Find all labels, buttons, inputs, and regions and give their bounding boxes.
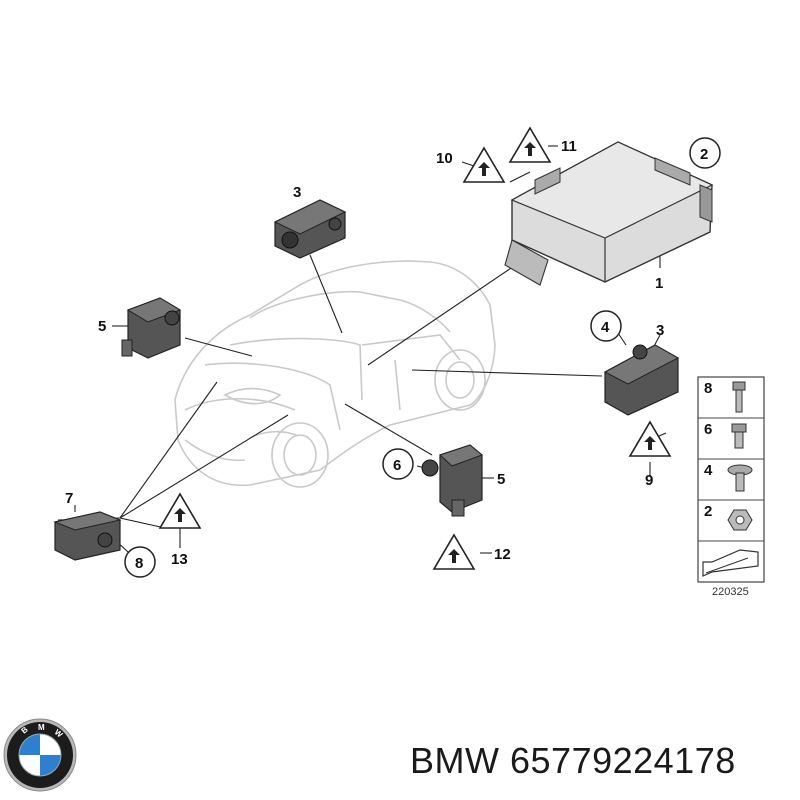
leader-lines bbox=[57, 145, 667, 554]
warning-icon bbox=[508, 126, 552, 163]
warning-icon bbox=[628, 420, 672, 457]
brand-part-number: BMW 65779224178 bbox=[410, 740, 736, 782]
arrow-icon bbox=[702, 549, 759, 577]
control-unit bbox=[504, 141, 714, 286]
callout-6: 6 bbox=[393, 457, 401, 474]
bolt-icon bbox=[732, 381, 746, 413]
callout-13: 13 bbox=[171, 551, 188, 568]
callout-1: 1 bbox=[655, 275, 663, 292]
callout-4: 4 bbox=[601, 319, 610, 336]
logo-letter: B bbox=[20, 725, 30, 736]
legend-item-label: 6 bbox=[704, 421, 712, 438]
callout-11: 11 bbox=[561, 138, 577, 155]
callout-2: 2 bbox=[700, 146, 708, 163]
sensor-center bbox=[421, 444, 483, 517]
warning-icon bbox=[432, 533, 476, 570]
sensor-top bbox=[273, 199, 347, 259]
callout-9: 9 bbox=[645, 472, 653, 489]
warning-icon bbox=[158, 492, 202, 529]
callout-circle bbox=[382, 448, 414, 480]
sensor-left bbox=[121, 297, 182, 359]
hardware-legend: 8 6 4 2 220325 bbox=[697, 376, 765, 598]
sensor-bottom-left bbox=[53, 511, 122, 561]
callout-3: 3 bbox=[656, 322, 664, 339]
bolt-icon bbox=[731, 423, 747, 449]
callout-circle bbox=[124, 546, 156, 578]
brand-name: BMW bbox=[410, 740, 500, 781]
part-number: 65779224178 bbox=[510, 740, 736, 781]
legend-item-label: 8 bbox=[704, 380, 712, 397]
callout-3: 3 bbox=[293, 184, 301, 201]
logo-letter: W bbox=[53, 728, 65, 740]
callout-10: 10 bbox=[436, 150, 453, 167]
callout-5: 5 bbox=[497, 471, 505, 488]
bmw-logo: B M W bbox=[3, 718, 77, 792]
callout-7: 7 bbox=[65, 490, 73, 507]
screw-icon bbox=[727, 464, 753, 492]
legend-item-label: 4 bbox=[704, 462, 713, 479]
legend-item-label: 2 bbox=[704, 503, 712, 520]
logo-letter: M bbox=[38, 723, 45, 732]
callout-8: 8 bbox=[135, 555, 143, 572]
sensor-right bbox=[603, 344, 680, 416]
car-outline bbox=[174, 260, 496, 488]
nut-icon bbox=[727, 509, 753, 531]
reference-number: 220325 bbox=[712, 586, 749, 598]
callout-5: 5 bbox=[98, 318, 106, 335]
callout-circle bbox=[590, 310, 622, 342]
callout-circle bbox=[689, 137, 721, 169]
callout-12: 12 bbox=[494, 546, 511, 563]
warning-icon bbox=[462, 146, 506, 183]
